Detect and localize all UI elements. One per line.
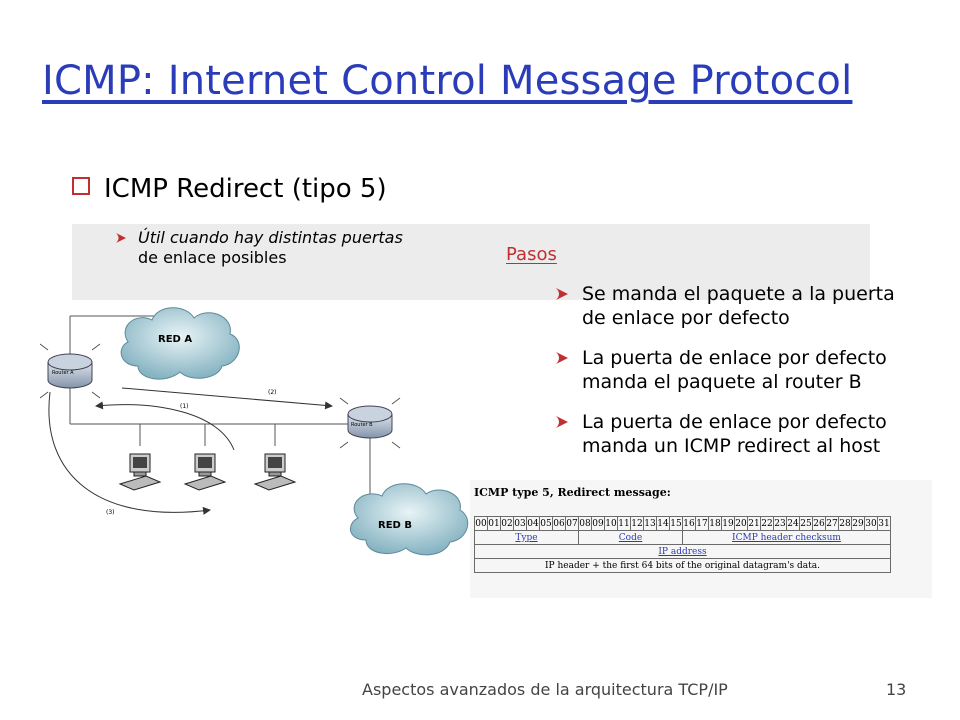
sub-bullet-line-2: de enlace posibles (138, 248, 287, 267)
bit-index-cell: 26 (812, 516, 826, 531)
steps-heading: Pasos (506, 244, 557, 265)
arrow-1-label: (1) (180, 403, 189, 410)
bit-index-cell: 04 (526, 516, 540, 531)
step-3-line-1: La puerta de enlace por defecto (582, 411, 887, 433)
square-bullet-icon (72, 177, 90, 195)
sub-bullet: Útil cuando hay distintas puertas de enl… (116, 228, 403, 268)
bit-index-cell: 01 (487, 516, 501, 531)
bit-index-cell: 27 (825, 516, 839, 531)
bit-index-cell: 31 (877, 516, 891, 531)
field-payload: IP header + the first 64 bits of the ori… (474, 558, 891, 573)
cloud-a-icon (120, 307, 240, 380)
arrow-1 (95, 401, 235, 451)
step-1-line-2: de enlace por defecto (582, 307, 790, 329)
bit-index-cell: 16 (682, 516, 696, 531)
payload-row: IP header + the first 64 bits of the ori… (474, 558, 891, 573)
computer-icon (253, 453, 297, 491)
header-fields-row: Type Code ICMP header checksum (474, 530, 891, 545)
bit-index-cell: 29 (851, 516, 865, 531)
arrowhead-bullet-icon (116, 233, 126, 243)
network-diagram: RED A RED B Router A Router B (40, 307, 469, 556)
computer-icon (183, 453, 227, 491)
icmp-format-heading: ICMP type 5, Redirect message: (474, 486, 671, 499)
step-item-2: La puerta de enlace por defecto manda el… (556, 346, 887, 394)
arrowhead-bullet-icon (556, 352, 568, 364)
bit-index-cell: 22 (760, 516, 774, 531)
bit-index-cell: 12 (630, 516, 644, 531)
arrow-3 (48, 391, 211, 515)
slide-title: ICMP: Internet Control Message Protocol (42, 58, 853, 104)
cloud-b-icon (350, 483, 469, 556)
bit-index-cell: 17 (695, 516, 709, 531)
step-2-line-1: La puerta de enlace por defecto (582, 347, 887, 369)
field-code: Code (578, 530, 683, 545)
bit-index-cell: 15 (669, 516, 683, 531)
cloud-a-label: RED A (158, 334, 192, 345)
bit-index-cell: 06 (552, 516, 566, 531)
bit-index-cell: 07 (565, 516, 579, 531)
arrow-2 (121, 387, 333, 410)
step-2-line-2: manda el paquete al router B (582, 371, 862, 393)
main-bullet-text: ICMP Redirect (tipo 5) (104, 174, 387, 204)
highlight-band (72, 224, 870, 300)
router-a-icon (40, 343, 101, 399)
bit-index-cell: 14 (656, 516, 670, 531)
bit-index-cell: 03 (513, 516, 527, 531)
bit-index-cell: 21 (747, 516, 761, 531)
field-checksum: ICMP header checksum (682, 530, 891, 545)
bit-index-cell: 02 (500, 516, 514, 531)
page-number: 13 (886, 680, 907, 699)
arrowhead-bullet-icon (556, 288, 568, 300)
computer-icon (118, 453, 162, 491)
arrowhead-bullet-icon (556, 416, 568, 428)
bit-index-cell: 19 (721, 516, 735, 531)
step-3-line-2: manda un ICMP redirect al host (582, 435, 881, 457)
ip-address-row: IP address (474, 544, 891, 559)
field-type: Type (474, 530, 579, 545)
bit-index-cell: 30 (864, 516, 878, 531)
main-bullet: ICMP Redirect (tipo 5) (72, 174, 387, 204)
router-b-icon (339, 397, 401, 449)
bit-index-cell: 25 (799, 516, 813, 531)
field-ip-address: IP address (474, 544, 891, 559)
sub-bullet-line-1: Útil cuando hay distintas puertas (138, 228, 403, 247)
step-item-1: Se manda el paquete a la puerta de enlac… (556, 282, 895, 330)
arrow-2-label: (2) (268, 389, 277, 396)
bit-index-cell: 10 (604, 516, 618, 531)
bit-index-cell: 05 (539, 516, 553, 531)
bit-index-cell: 13 (643, 516, 657, 531)
bit-index-cell: 08 (578, 516, 592, 531)
slide-footer: Aspectos avanzados de la arquitectura TC… (362, 680, 728, 699)
bit-index-cell: 18 (708, 516, 722, 531)
arrow-3-label: (3) (106, 509, 115, 516)
bit-index-cell: 09 (591, 516, 605, 531)
bit-index-cell: 00 (474, 516, 488, 531)
step-item-3: La puerta de enlace por defecto manda un… (556, 410, 887, 458)
bit-index-cell: 28 (838, 516, 852, 531)
step-1-line-1: Se manda el paquete a la puerta (582, 283, 895, 305)
router-b-label: Router B (351, 422, 373, 428)
bit-index-cell: 11 (617, 516, 631, 531)
bit-index-cell: 20 (734, 516, 748, 531)
router-a-label: Router A (52, 370, 74, 376)
bit-index-cell: 24 (786, 516, 800, 531)
cloud-b-label: RED B (378, 520, 412, 531)
bit-index-cell: 23 (773, 516, 787, 531)
